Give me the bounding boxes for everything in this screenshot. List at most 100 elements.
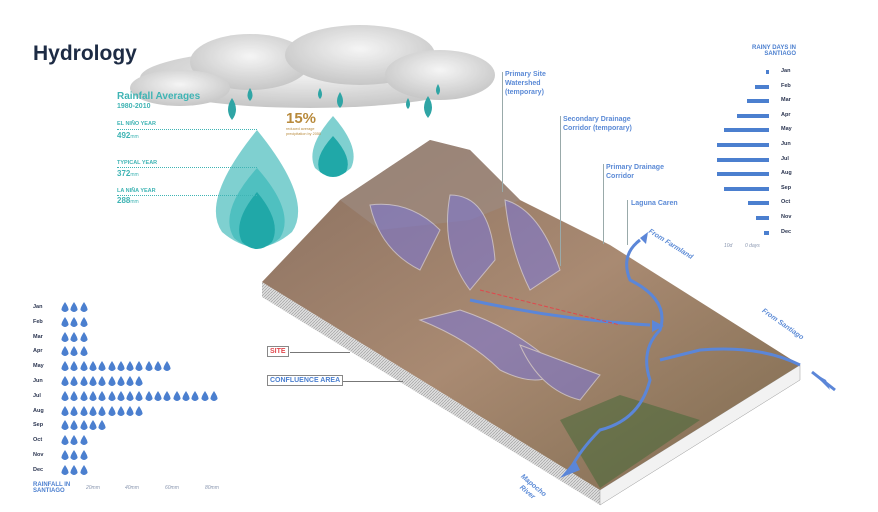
rainy-days-title: RAINY DAYS IN SANTIAGO (751, 45, 796, 57)
drop-mark (80, 331, 88, 342)
drop-mark (80, 316, 88, 327)
callout-primary-corridor: Primary Drainage Corridor (606, 164, 664, 180)
reduction-note: reduced average precipitation by 2050 (286, 127, 322, 136)
drop-mark (154, 361, 162, 372)
drop-mark (70, 376, 78, 386)
drop-mark (107, 405, 116, 416)
drop-mark (61, 450, 69, 460)
day-bar (763, 230, 769, 235)
drop-mark (70, 361, 78, 372)
month-label: Oct (33, 437, 43, 444)
drop-mark (89, 376, 97, 386)
drop-row: Feb (33, 316, 233, 329)
drop-row: Mar (33, 331, 233, 344)
drop-mark (70, 450, 78, 460)
callout-watershed: Primary Site Watershed (temporary) (505, 71, 546, 96)
month-label: Sep (33, 422, 44, 429)
drop-mark (80, 361, 88, 372)
drop-mark (61, 376, 69, 386)
day-bar (724, 186, 769, 191)
drop-row: Jan (33, 302, 233, 314)
la-nina-label: LA NIÑA YEAR (117, 188, 156, 194)
drop-mark (70, 464, 78, 475)
drop-mark (89, 361, 97, 372)
x-tick: 0 days (745, 243, 760, 249)
day-bar (746, 99, 769, 104)
drop-row: Oct (33, 435, 233, 447)
drop-mark (163, 361, 171, 372)
typical-value: 372mm (117, 169, 139, 178)
month-label: Nov (33, 452, 44, 458)
month-label: Dec (781, 228, 792, 235)
drop-mark (135, 405, 143, 416)
day-bar (724, 128, 769, 133)
x-tick: 40mm (125, 485, 139, 491)
day-bar (717, 143, 769, 147)
drop-mark (80, 302, 88, 312)
drop-row: May (33, 361, 233, 373)
month-label: Feb (781, 82, 791, 89)
drop-mark (126, 361, 134, 372)
drop-mark (191, 390, 199, 401)
drop-mark (61, 346, 69, 357)
month-label: Jul (33, 392, 41, 399)
typical-label: TYPICAL YEAR (117, 160, 158, 166)
drop-mark (61, 435, 69, 446)
cloud (130, 25, 495, 108)
drop-mark (80, 435, 88, 446)
day-bar (756, 216, 769, 220)
drop-mark (70, 390, 78, 401)
drop-mark (117, 361, 125, 372)
month-label: Nov (781, 214, 792, 220)
drop-row: Sep (33, 420, 233, 432)
el-nino-value: 492mm (117, 131, 139, 140)
drop-mark (135, 390, 143, 401)
drop-mark (98, 420, 106, 431)
la-nina-unit: mm (130, 199, 139, 205)
la-nina-number: 288 (117, 196, 131, 205)
month-label: Feb (33, 318, 43, 325)
terrain-block (262, 140, 836, 506)
drop-mark (107, 376, 116, 386)
rainfall-period: 1980-2010 (117, 103, 151, 110)
site-tag: SITE (267, 346, 289, 357)
drop-mark (61, 361, 69, 372)
month-label: Jan (33, 304, 43, 310)
x-tick: 80mm (205, 485, 219, 491)
drop-mark (126, 376, 134, 386)
day-bar (747, 201, 769, 206)
month-label: Jan (781, 68, 791, 74)
drop-mark (80, 405, 88, 416)
drop-row: Jun (33, 376, 233, 388)
day-bar (717, 172, 769, 177)
month-label: Aug (781, 170, 792, 177)
drop-mark (61, 331, 69, 342)
drop-mark (182, 390, 190, 401)
rainfall-chart-title: RAINFALL IN SANTIAGO (33, 482, 71, 494)
month-label: Apr (781, 111, 791, 118)
month-label: Mar (33, 333, 43, 340)
page-title: Hydrology (33, 42, 137, 65)
drop-mark (70, 420, 78, 431)
drop-mark (80, 390, 88, 401)
drop-row: Apr (33, 346, 233, 358)
drop-mark (70, 302, 78, 312)
drop-mark (135, 361, 143, 372)
rainfall-drops (215, 116, 354, 249)
month-label: Jun (33, 378, 43, 384)
month-label: May (781, 126, 792, 133)
el-nino-number: 492 (117, 131, 131, 140)
drop-mark (107, 390, 116, 401)
month-label: Mar (781, 97, 791, 104)
drop-mark (117, 405, 125, 416)
drop-mark (70, 435, 78, 446)
drop-mark (173, 390, 181, 401)
month-label: Aug (33, 407, 44, 414)
drop-row: Nov (33, 450, 233, 462)
month-label: Jun (781, 141, 791, 147)
drop-mark (70, 346, 78, 357)
month-label: Oct (781, 199, 791, 206)
month-label: Sep (781, 184, 792, 191)
